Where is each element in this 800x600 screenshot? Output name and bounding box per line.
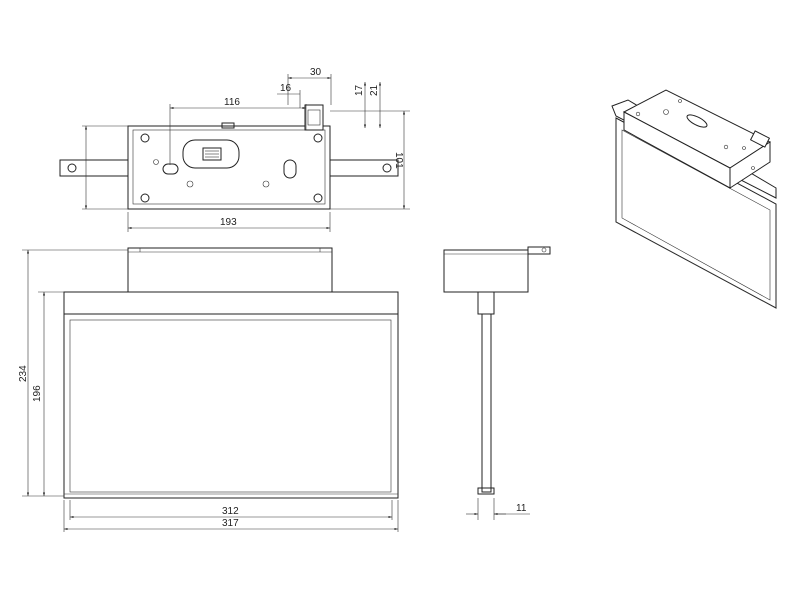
dim-312: 312 — [222, 506, 239, 517]
dim-17: 17 — [354, 84, 365, 96]
housing-side — [443, 249, 529, 293]
dim-11: 11 — [516, 503, 527, 514]
side-view: 11 — [443, 246, 551, 520]
top-view: 116 30 16 17 21 101 193 — [59, 67, 410, 232]
dim-16: 16 — [280, 83, 292, 94]
dim-116: 116 — [224, 97, 240, 108]
isometric-view — [611, 89, 777, 309]
dim-196: 196 — [32, 385, 43, 402]
dim-21: 21 — [369, 84, 380, 96]
sign-panel — [63, 313, 399, 499]
dim-101: 101 — [393, 152, 404, 169]
dim-317: 317 — [222, 518, 239, 529]
dim-193: 193 — [220, 217, 237, 228]
dim-30: 30 — [310, 67, 322, 78]
front-view: 234 196 312 317 — [18, 247, 399, 532]
housing-front — [127, 247, 333, 293]
dim-234: 234 — [18, 365, 29, 382]
